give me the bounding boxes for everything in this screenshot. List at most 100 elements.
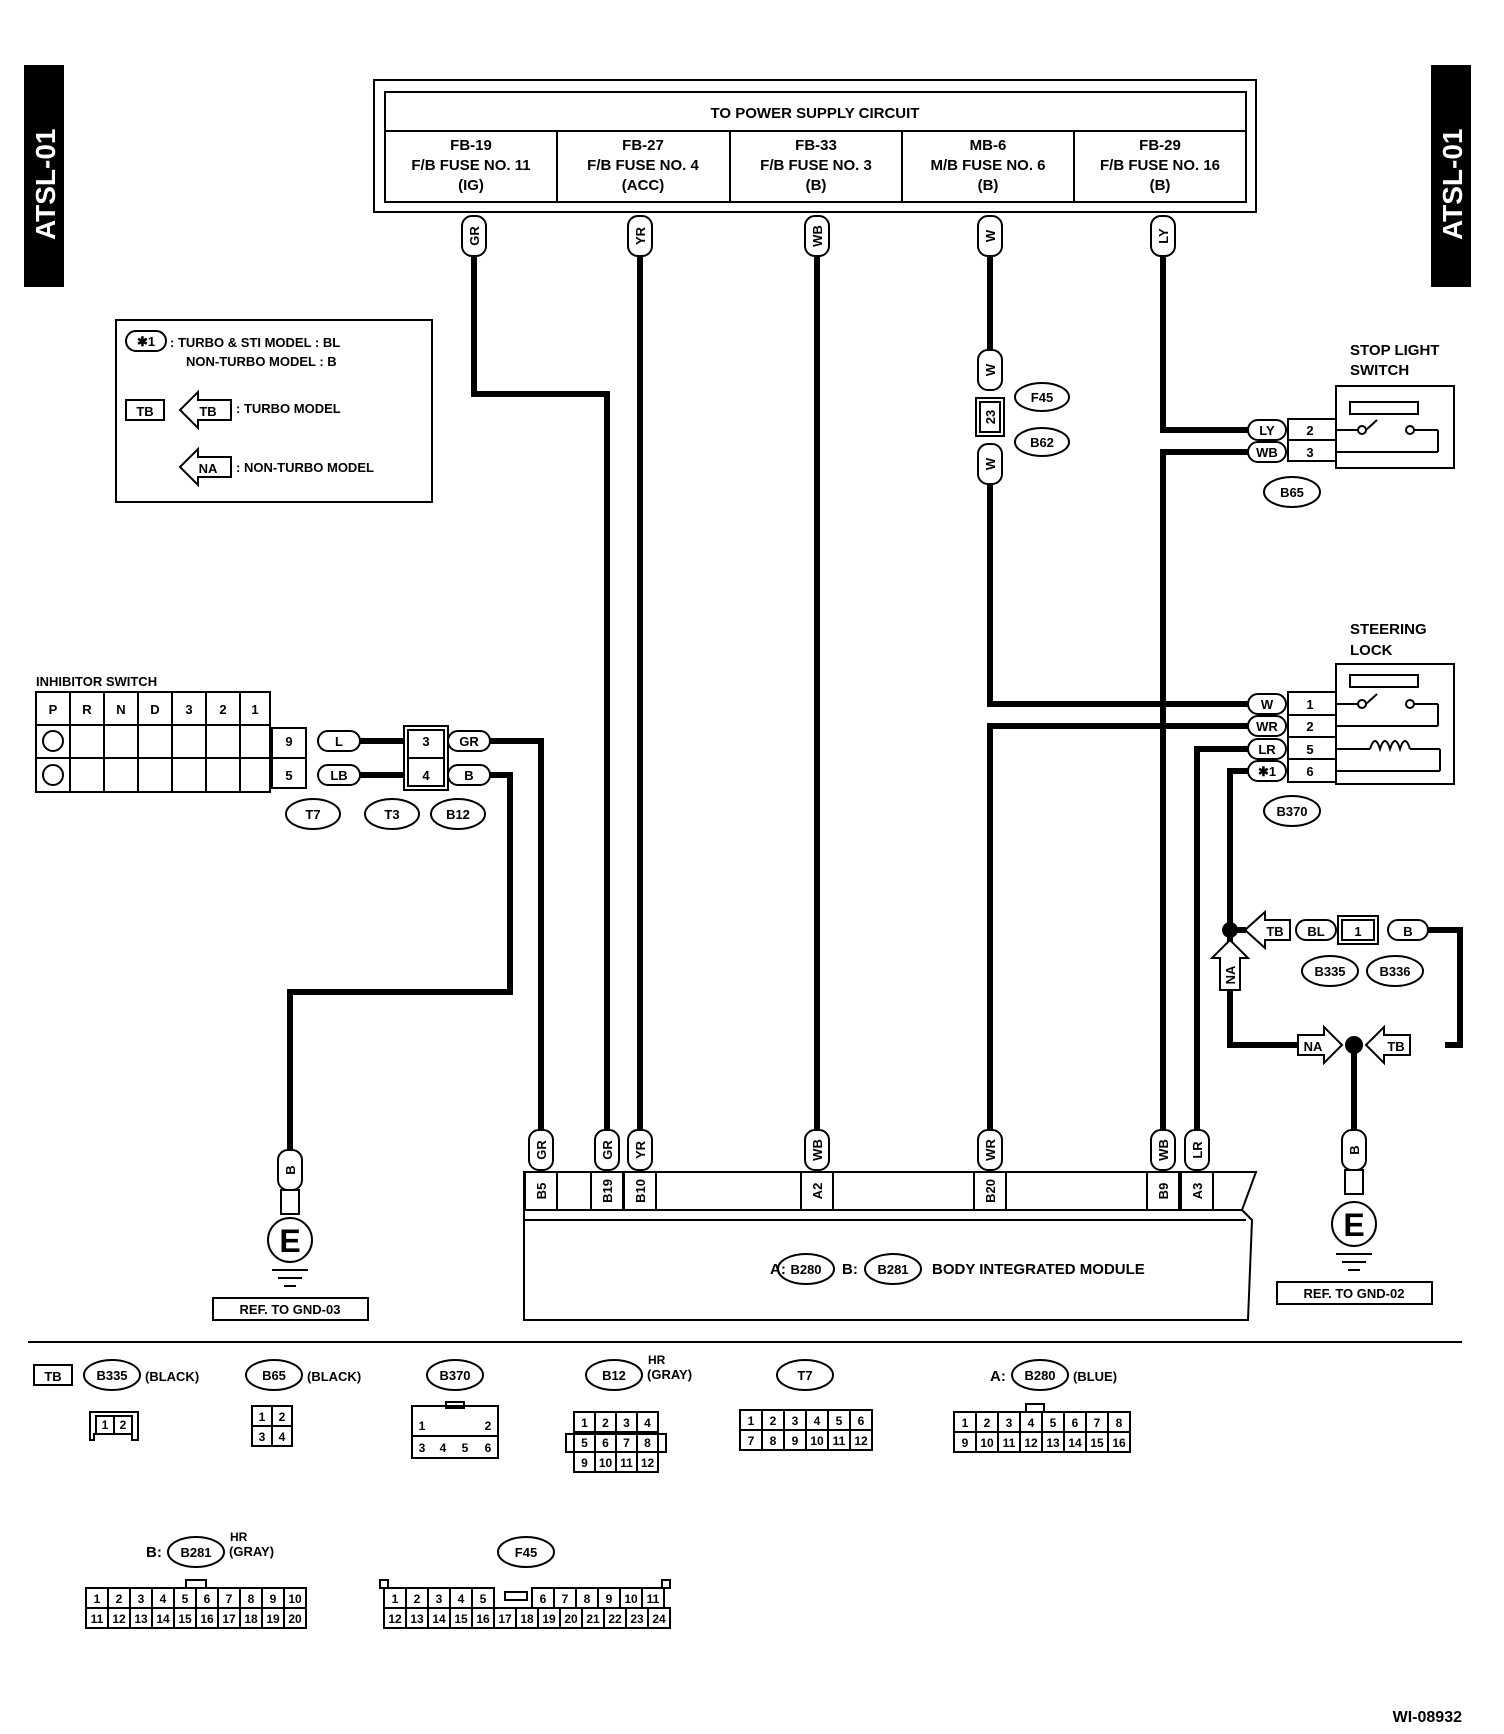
fuse-labels: FB-19F/B FUSE NO. 11(IG)FB-27F/B FUSE NO… <box>411 137 1220 194</box>
legend-b335-color: (BLACK) <box>145 1369 199 1384</box>
stop-wire-0-shape <box>1247 419 1287 441</box>
steer-wire-0-shape <box>1247 693 1287 715</box>
legend-star-line1: : TURBO & STI MODEL : BL <box>170 335 340 350</box>
legend-na-arrow <box>178 446 232 488</box>
b12c-pin-4: 5 <box>581 1436 588 1450</box>
b280c-pin-4: 5 <box>1050 1416 1057 1430</box>
fuse-3-line2: M/B FUSE NO. 6 <box>930 157 1045 174</box>
legend-b65-name: B65 <box>262 1368 286 1383</box>
bim-pin-5: B9 <box>1156 1183 1171 1200</box>
ground-right-mark: E <box>1343 1207 1364 1243</box>
b280c-pin-11: 12 <box>1024 1436 1038 1450</box>
legend-b280-name: B280 <box>1024 1368 1055 1383</box>
bim-wire-6: LR <box>1190 1141 1205 1159</box>
b281c-pin-5: 6 <box>204 1592 211 1606</box>
top-wire-tag-2-shape <box>804 215 830 257</box>
fuse-1-line2: F/B FUSE NO. 4 <box>587 157 699 174</box>
bim-wire-4: WR <box>983 1139 998 1161</box>
b280c-pin-8: 9 <box>962 1436 969 1450</box>
steer-pin-1: 2 <box>1306 719 1313 734</box>
bim-pin-3: A2 <box>810 1183 825 1200</box>
b281c-pin-3: 4 <box>160 1592 167 1606</box>
fuse-4-line3: (B) <box>1150 177 1171 194</box>
ground-left-mark: E <box>279 1223 300 1259</box>
t7-wire-1-shape <box>317 764 361 786</box>
steering-title2: LOCK <box>1350 642 1393 659</box>
tb-branch-wire1: BL <box>1307 924 1324 939</box>
na-branch: NA NA TB <box>1209 938 1411 1066</box>
fuse-0-line1: FB-19 <box>450 137 492 154</box>
tb-branch-wire2: B <box>1403 924 1412 939</box>
t7c-pin-7: 8 <box>770 1434 777 1448</box>
top-wire-tag-4-shape <box>1150 215 1176 257</box>
b280c-pin-0: 1 <box>962 1416 969 1430</box>
steer-wire-0: W <box>1261 697 1274 712</box>
inhibitor-conn-2: B12 <box>446 807 470 822</box>
inhibitor-title: INHIBITOR SWITCH <box>36 674 157 689</box>
t7c-pin-9: 10 <box>810 1434 824 1448</box>
fuse-2-line2: F/B FUSE NO. 3 <box>760 157 872 174</box>
b281c-pin-14: 15 <box>178 1612 192 1626</box>
tb-branch-tag: TB <box>1266 924 1283 939</box>
legend-t7-name: T7 <box>797 1368 812 1383</box>
t7c-pin-8: 9 <box>792 1434 799 1448</box>
b370-pin-5: 6 <box>485 1441 492 1455</box>
f45c-pin-10: 11 <box>647 1592 660 1606</box>
side-tag-left-bg <box>24 65 64 287</box>
legend-tb-box: TB <box>136 404 153 419</box>
b280c-pin-1: 2 <box>984 1416 991 1430</box>
steer-pin-0: 1 <box>1306 697 1313 712</box>
bim-b-prefix: B: <box>842 1261 858 1278</box>
b370-pin-1: 2 <box>485 1419 492 1433</box>
b12c-pin-2: 3 <box>623 1416 630 1430</box>
b12-pin-1: 4 <box>422 768 430 783</box>
figure-id: WI-08932 <box>1393 1709 1462 1726</box>
top-wire-tag-0-shape <box>461 215 487 257</box>
b370-pin-0: 1 <box>419 1419 426 1433</box>
bim-wire-6-shape <box>1184 1129 1210 1171</box>
f45c-pin-9: 10 <box>624 1592 638 1606</box>
top-wire-tag-1: YR <box>633 226 648 245</box>
bim-wire-0-shape <box>528 1129 554 1171</box>
fuse-1-line1: FB-27 <box>622 137 664 154</box>
f45c-pin-0: 1 <box>392 1592 399 1606</box>
legend-b281-prefix: B: <box>146 1544 162 1561</box>
t7c-pin-4: 5 <box>836 1414 843 1428</box>
b12c-pin-7: 8 <box>644 1436 651 1450</box>
bim-name: BODY INTEGRATED MODULE <box>932 1261 1145 1278</box>
b65-pin-3: 4 <box>279 1430 286 1444</box>
b280c-pin-10: 11 <box>1003 1436 1016 1450</box>
bim-wire-5: WB <box>1156 1139 1171 1161</box>
t7c-pin-11: 12 <box>854 1434 868 1448</box>
ground-right: B E REF. TO GND-02 <box>1276 1129 1433 1305</box>
b12-pin-0: 3 <box>422 734 429 749</box>
f45-pin: 23 <box>983 410 998 424</box>
b12-wire-0-shape <box>447 730 491 752</box>
legend-tb-arrow-label: TB <box>199 404 216 419</box>
b281c-pin-6: 7 <box>226 1592 233 1606</box>
legend-tb-text: : TURBO MODEL <box>236 401 341 416</box>
bim-wire-1-shape <box>594 1129 620 1171</box>
na-tag: NA <box>1304 1039 1323 1054</box>
f45c-pin-5: 6 <box>540 1592 547 1606</box>
stop-wire-0: LY <box>1259 423 1275 438</box>
t7c-pin-10: 11 <box>833 1434 846 1448</box>
f45c-pin-11: 12 <box>388 1612 402 1626</box>
b12c-pin-10: 11 <box>620 1456 633 1470</box>
steer-wire-1: WR <box>1256 719 1278 734</box>
f45c-pin-17: 18 <box>520 1612 534 1626</box>
ground-right-ref: REF. TO GND-02 <box>1304 1286 1405 1301</box>
b12c-pin-8: 9 <box>581 1456 588 1470</box>
b280c-pin-3: 4 <box>1028 1416 1035 1430</box>
t7-pin-0: 9 <box>285 734 292 749</box>
b280c-pin-13: 14 <box>1068 1436 1082 1450</box>
stop-wire-1-shape <box>1247 441 1287 463</box>
legend-b281-name: B281 <box>180 1545 211 1560</box>
bim-b-conn: B281 <box>877 1262 908 1277</box>
b281c-pin-16: 17 <box>222 1612 236 1626</box>
t7-wire-1: LB <box>330 768 347 783</box>
top-wire-tag-3-shape <box>977 215 1003 257</box>
